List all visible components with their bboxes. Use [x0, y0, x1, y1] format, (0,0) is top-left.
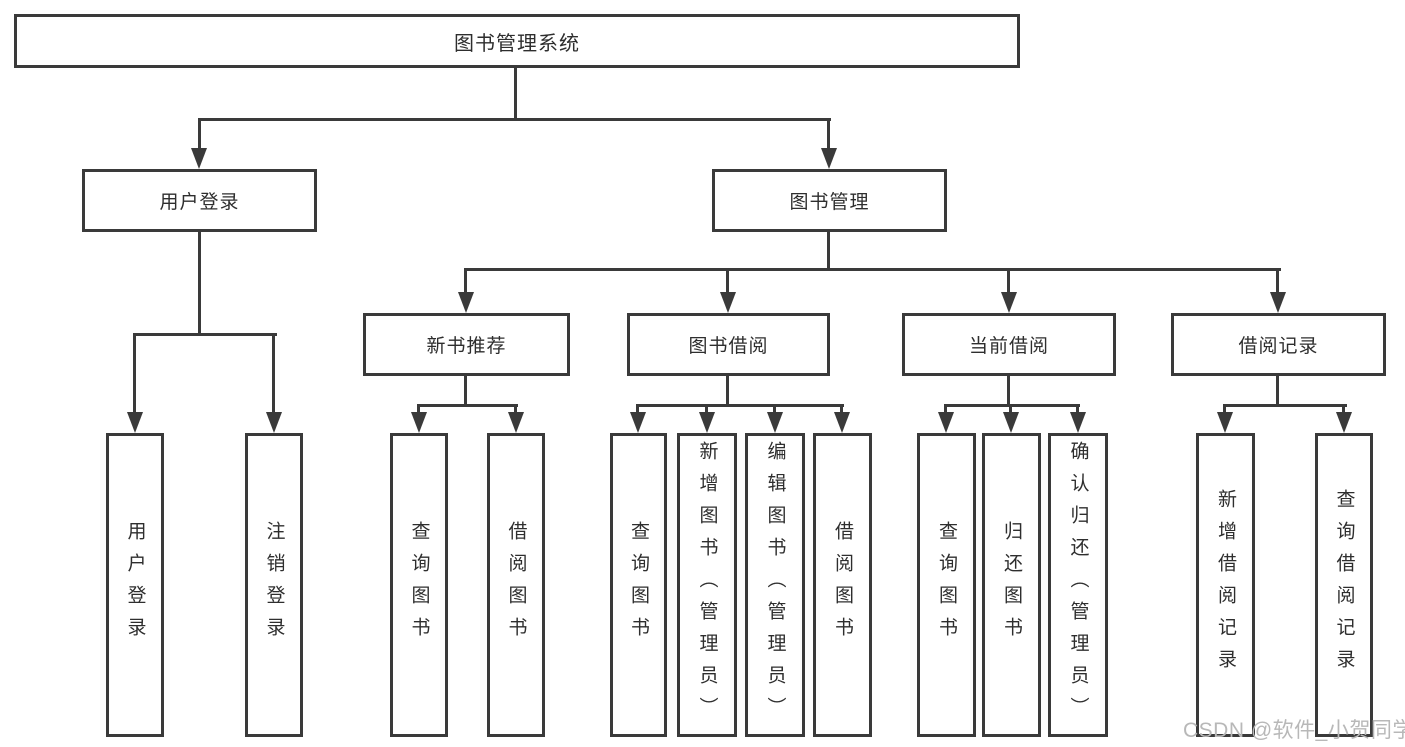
watermark: CSDN @软件_小贺同学: [1183, 719, 1405, 742]
leaf-confirm-return-admin: 确认归还（管理员）: [1048, 433, 1108, 737]
arrow-down-icon: [266, 412, 282, 433]
leaf-edit-books-admin: 编辑图书（管理员）: [745, 433, 805, 737]
connector-line: [133, 333, 277, 336]
node-current-borrowing: 当前借阅: [902, 313, 1116, 376]
arrow-down-icon: [191, 148, 207, 169]
connector-line: [726, 376, 729, 407]
connector-line: [272, 333, 275, 414]
leaf-query-books-recommend: 查询图书: [390, 433, 448, 737]
connector-line: [944, 404, 947, 414]
arrow-down-icon: [1270, 292, 1286, 313]
connector-line: [1223, 404, 1347, 407]
connector-line: [198, 232, 201, 335]
arrow-down-icon: [767, 412, 783, 433]
connector-line: [726, 268, 729, 294]
connector-line: [464, 376, 467, 407]
connector-line: [705, 404, 708, 414]
node-borrowing-records: 借阅记录: [1171, 313, 1386, 376]
arrow-down-icon: [127, 412, 143, 433]
connector-line: [944, 404, 1080, 407]
arrow-down-icon: [1070, 412, 1086, 433]
connector-line: [464, 268, 1281, 271]
arrow-down-icon: [1003, 412, 1019, 433]
arrow-down-icon: [508, 412, 524, 433]
arrow-down-icon: [821, 148, 837, 169]
connector-line: [1007, 376, 1010, 407]
connector-line: [1223, 404, 1226, 414]
connector-line: [1007, 268, 1010, 294]
arrow-down-icon: [1001, 292, 1017, 313]
arrow-down-icon: [938, 412, 954, 433]
leaf-query-borrow-record: 查询借阅记录: [1315, 433, 1373, 737]
connector-line: [514, 404, 517, 414]
connector-line: [1076, 404, 1079, 414]
connector-line: [1276, 268, 1279, 294]
arrow-down-icon: [411, 412, 427, 433]
connector-line: [636, 404, 844, 407]
connector-line: [827, 118, 830, 150]
arrow-down-icon: [699, 412, 715, 433]
connector-line: [133, 333, 136, 414]
arrow-down-icon: [458, 292, 474, 313]
node-library-management-system: 图书管理系统: [14, 14, 1020, 68]
leaf-query-books-borrowing: 查询图书: [610, 433, 667, 737]
connector-line: [464, 268, 467, 294]
connector-line: [1009, 404, 1012, 414]
node-new-book-recommendation: 新书推荐: [363, 313, 570, 376]
connector-line: [773, 404, 776, 414]
arrow-down-icon: [1217, 412, 1233, 433]
connector-line: [827, 232, 830, 271]
connector-line: [198, 118, 831, 121]
arrow-down-icon: [1336, 412, 1352, 433]
connector-line: [417, 404, 518, 407]
connector-line: [198, 118, 201, 150]
node-book-borrowing: 图书借阅: [627, 313, 830, 376]
arrow-down-icon: [720, 292, 736, 313]
node-user-login: 用户登录: [82, 169, 317, 232]
connector-line: [636, 404, 639, 414]
leaf-add-borrow-record: 新增借阅记录: [1196, 433, 1255, 737]
node-book-management: 图书管理: [712, 169, 947, 232]
leaf-borrow-books-recommend: 借阅图书: [487, 433, 545, 737]
connector-line: [417, 404, 420, 414]
connector-line: [1276, 376, 1279, 407]
arrow-down-icon: [834, 412, 850, 433]
leaf-user-login: 用户登录: [106, 433, 164, 737]
connector-line: [1342, 404, 1345, 414]
leaf-return-books: 归还图书: [982, 433, 1041, 737]
leaf-add-books-admin: 新增图书（管理员）: [677, 433, 737, 737]
connector-line: [514, 68, 517, 120]
leaf-borrow-books: 借阅图书: [813, 433, 872, 737]
leaf-query-books-current: 查询图书: [917, 433, 976, 737]
connector-line: [840, 404, 843, 414]
leaf-logout: 注销登录: [245, 433, 303, 737]
arrow-down-icon: [630, 412, 646, 433]
